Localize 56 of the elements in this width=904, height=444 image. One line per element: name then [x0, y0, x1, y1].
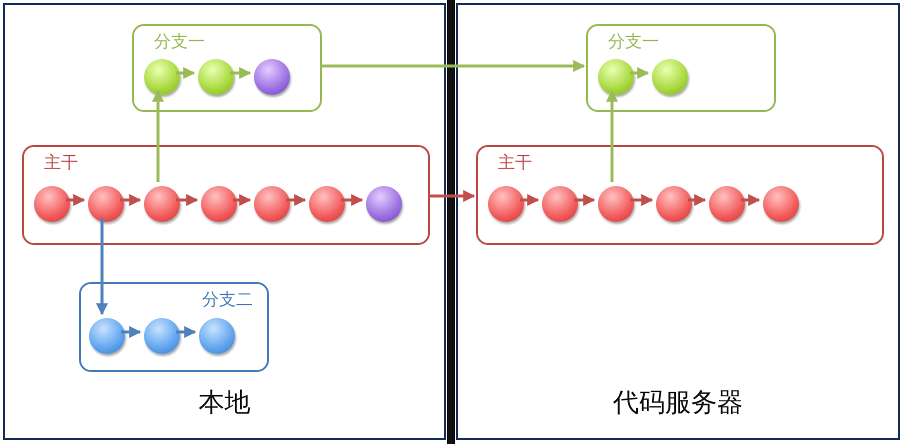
commit-circle — [88, 186, 124, 222]
commit-circle — [254, 186, 290, 222]
branch-box — [586, 24, 776, 112]
arrow — [574, 194, 596, 206]
commit-circle — [89, 318, 125, 354]
branch-label: 分支一 — [608, 34, 659, 51]
arrow — [688, 194, 706, 206]
panel — [3, 3, 446, 440]
commit-circle — [763, 186, 799, 222]
arrow — [96, 218, 108, 316]
commit-circle — [598, 59, 634, 95]
commit-circle — [656, 186, 692, 222]
arrow — [233, 194, 252, 206]
commit-circle — [34, 186, 70, 222]
arrow — [606, 90, 618, 182]
arrow — [630, 67, 650, 79]
arrow — [741, 194, 760, 206]
commit-circle — [366, 186, 402, 222]
arrow — [120, 194, 142, 206]
branch-label: 主干 — [44, 155, 78, 172]
panel-title: 代码服务器 — [612, 390, 744, 416]
commit-circle — [709, 186, 745, 222]
commit-circle — [542, 186, 578, 222]
branch-box — [132, 24, 322, 112]
branch-box — [79, 282, 269, 372]
panel — [456, 3, 900, 440]
arrow — [520, 194, 540, 206]
commit-circle — [254, 59, 290, 95]
arrow — [286, 194, 306, 206]
arrow — [176, 67, 196, 79]
commit-circle — [198, 59, 234, 95]
arrow — [66, 194, 86, 206]
panel-title: 本地 — [198, 390, 252, 416]
arrow — [152, 90, 164, 182]
branch-box — [22, 145, 430, 245]
arrow — [176, 194, 198, 206]
branch-box — [476, 145, 884, 245]
branch-label: 分支一 — [154, 34, 205, 51]
branch-label: 分支二 — [202, 292, 253, 309]
arrow — [176, 326, 196, 338]
commit-circle — [652, 59, 688, 95]
arrow — [121, 326, 142, 338]
commit-circle — [488, 186, 524, 222]
commit-circle — [144, 59, 180, 95]
commit-circle — [144, 186, 180, 222]
commit-circle — [201, 186, 237, 222]
commit-circle — [199, 318, 235, 354]
arrow — [320, 60, 586, 72]
arrow — [341, 194, 364, 206]
arrow — [630, 194, 654, 206]
commit-circle — [144, 318, 180, 354]
arrow — [428, 190, 476, 202]
commit-circle — [309, 186, 345, 222]
branch-label: 主干 — [498, 155, 532, 172]
arrow — [230, 67, 252, 79]
commit-circle — [598, 186, 634, 222]
